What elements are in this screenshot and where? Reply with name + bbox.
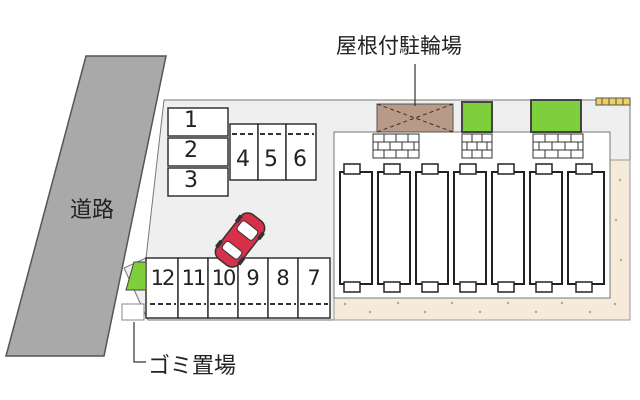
parking-number: 2 [184, 138, 198, 163]
planters [461, 99, 582, 133]
parking-number: 4 [236, 147, 250, 172]
parking-number: 5 [264, 147, 278, 172]
parking-number: 10 [211, 266, 237, 290]
parking-number: 9 [246, 266, 260, 290]
parking-number: 7 [307, 266, 321, 290]
parking-number: 12 [150, 266, 176, 290]
garbage-label: ゴミ置場 [148, 354, 237, 379]
parking-block-7-12 [145, 257, 331, 319]
car-icon [214, 212, 266, 268]
fence-segment [595, 97, 631, 106]
garbage-area [121, 261, 147, 321]
parking-number: 11 [181, 266, 207, 290]
parking-number: 1 [184, 108, 198, 133]
parking-number: 6 [293, 147, 307, 172]
road-label: 道路 [70, 198, 115, 223]
bike-parking-shelter [376, 103, 454, 133]
parking-number: 8 [276, 266, 290, 290]
road [5, 55, 167, 357]
bike-parking-label: 屋根付駐輪場 [336, 34, 462, 58]
parking-number: 3 [184, 168, 198, 193]
parking-block-1-3 [167, 107, 229, 197]
garbage-leader [133, 322, 146, 363]
